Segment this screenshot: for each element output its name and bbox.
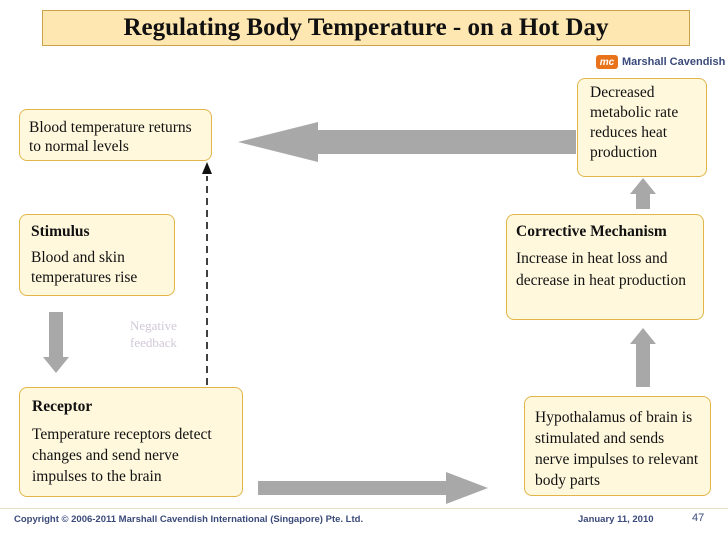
title-bar: Regulating Body Temperature - on a Hot D… (42, 10, 690, 46)
footer-divider (0, 508, 728, 509)
footer-date: January 11, 2010 (578, 514, 654, 525)
corrective-mechanism-heading: Corrective Mechanism (516, 223, 667, 240)
page-title: Regulating Body Temperature - on a Hot D… (123, 14, 609, 41)
negative-feedback-label: Negative feedback (130, 318, 177, 350)
receptor-heading: Receptor (32, 398, 93, 415)
logo-mark-icon: mc (596, 55, 618, 69)
logo-text: Marshall Cavendish (622, 56, 726, 68)
hypothalamus-text: Hypothalamus of brain is stimulated and … (535, 409, 699, 489)
footer-copyright: Copyright © 2006-2011 Marshall Cavendish… (14, 514, 364, 525)
receptor-box: Receptor Temperature receptors detect ch… (19, 387, 243, 497)
page-number: 47 (692, 512, 705, 524)
stimulus-text: Blood and skin temperatures rise (31, 249, 138, 286)
negative-feedback-arrowhead (202, 162, 212, 174)
normal-levels-box: Blood temperature returns to normal leve… (19, 109, 212, 161)
corrective-mechanism-text: Increase in heat loss and decrease in he… (516, 250, 686, 289)
arrow-to-normal (238, 122, 576, 162)
arrow-up-to-corrective (630, 328, 656, 387)
stimulus-heading: Stimulus (31, 223, 90, 240)
arrow-to-hypothalamus (258, 472, 488, 504)
hypothalamus-box: Hypothalamus of brain is stimulated and … (524, 396, 711, 496)
stimulus-box: Stimulus Blood and skin temperatures ris… (19, 214, 175, 296)
normal-levels-text: Blood temperature returns to normal leve… (29, 119, 192, 155)
receptor-text: Temperature receptors detect changes and… (32, 426, 212, 485)
arrow-down-to-receptor (43, 312, 69, 373)
publisher-logo: mc Marshall Cavendish (596, 55, 725, 69)
decreased-metabolic-box: Decreased metabolic rate reduces heat pr… (577, 78, 707, 177)
arrow-up-to-decreased (630, 178, 656, 209)
decreased-metabolic-text: Decreased metabolic rate reduces heat pr… (590, 84, 679, 161)
corrective-mechanism-box: Corrective Mechanism Increase in heat lo… (506, 214, 704, 320)
